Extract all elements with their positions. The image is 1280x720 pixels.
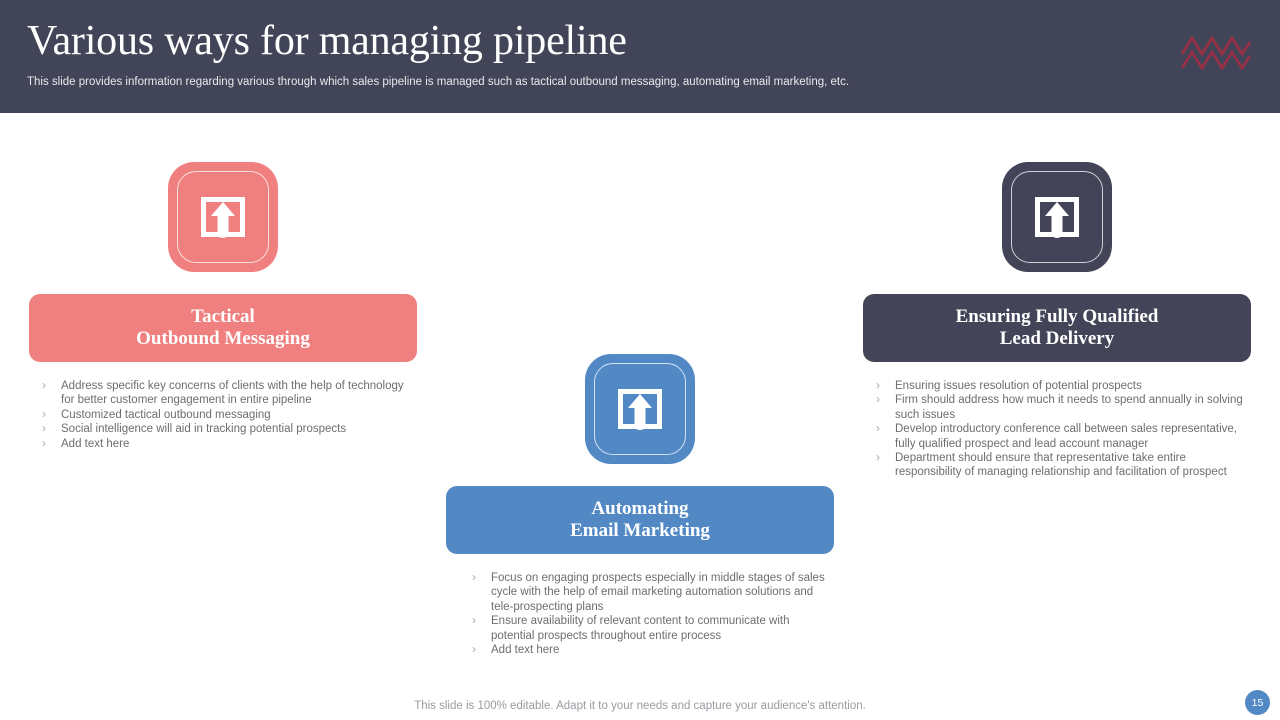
column-bullet-list-2: › Focus on engaging prospects especially… [446, 570, 834, 657]
list-item: › Address specific key concerns of clien… [42, 378, 417, 408]
column-bullet-list-3: › Ensuring issues resolution of potentia… [863, 378, 1251, 480]
page-title: Various ways for managing pipeline [27, 18, 627, 64]
chevron-bullet-icon: › [876, 378, 880, 392]
column-title-2: Automating Email Marketing [570, 497, 710, 542]
upload-tray-icon [612, 381, 668, 437]
list-item: › Ensuring issues resolution of potentia… [876, 378, 1251, 393]
chevron-bullet-icon: › [472, 642, 476, 657]
list-item-text: Add text here [491, 644, 560, 657]
column-title-card-3: Ensuring Fully Qualified Lead Delivery [863, 294, 1251, 362]
list-item-text: Focus on engaging prospects especially i… [491, 572, 825, 613]
icon-inner-ring [1011, 171, 1103, 263]
list-item-text: Firm should address how much it needs to… [895, 394, 1243, 421]
list-item: › Department should ensure that represen… [876, 450, 1251, 480]
zigzag-wave-logo [1180, 28, 1252, 72]
list-item: › Add text here [472, 642, 834, 657]
list-item-text: Add text here [61, 437, 130, 450]
editable-note: This slide is 100% editable. Adapt it to… [414, 700, 866, 712]
chevron-bullet-icon: › [472, 613, 476, 628]
pipeline-column-automating-email-marketing: Automating Email Marketing › Focus on en… [446, 354, 834, 657]
list-item: › Ensure availability of relevant conten… [472, 613, 834, 643]
column-title-card-2: Automating Email Marketing [446, 486, 834, 554]
list-item-text: Customized tactical outbound messaging [61, 408, 271, 421]
upload-tray-icon [1029, 189, 1085, 245]
list-item-text: Address specific key concerns of clients… [61, 380, 404, 407]
list-item: › Firm should address how much it needs … [876, 392, 1251, 422]
chevron-bullet-icon: › [42, 421, 46, 436]
column-icon-badge-2 [585, 354, 695, 464]
chevron-bullet-icon: › [472, 570, 476, 584]
list-item-text: Ensure availability of relevant content … [491, 615, 790, 642]
list-item: › Customized tactical outbound messaging [42, 406, 417, 422]
page-number-badge: 15 [1245, 690, 1270, 715]
column-bullet-list-1: › Address specific key concerns of clien… [29, 378, 417, 451]
chevron-bullet-icon: › [876, 450, 880, 465]
chevron-bullet-icon: › [876, 421, 880, 436]
page-subtitle: This slide provides information regardin… [27, 76, 850, 88]
upload-tray-icon [195, 189, 251, 245]
list-item: › Social intelligence will aid in tracki… [42, 421, 417, 436]
column-icon-badge-3 [1002, 162, 1112, 272]
icon-inner-ring [177, 171, 269, 263]
chevron-bullet-icon: › [42, 406, 46, 421]
chevron-bullet-icon: › [876, 392, 880, 407]
column-title-3: Ensuring Fully Qualified Lead Delivery [955, 305, 1159, 350]
list-item: › Add text here [42, 435, 417, 451]
list-item-text: Develop introductory conference call bet… [895, 423, 1237, 450]
column-icon-badge-1 [168, 162, 278, 272]
chevron-bullet-icon: › [42, 435, 46, 450]
list-item-text: Social intelligence will aid in tracking… [61, 423, 347, 436]
column-title-1: Tactical Outbound Messaging [136, 305, 310, 350]
chevron-bullet-icon: › [42, 378, 46, 392]
list-item: › Develop introductory conference call b… [876, 421, 1251, 451]
slide-header-band: Various ways for managing pipeline This … [0, 0, 1280, 113]
list-item: › Focus on engaging prospects especially… [472, 570, 834, 614]
pipeline-column-tactical-outbound-messaging: Tactical Outbound Messaging › Address sp… [29, 162, 417, 451]
list-item-text: Department should ensure that representa… [895, 452, 1227, 479]
icon-inner-ring [594, 363, 686, 455]
list-item-text: Ensuring issues resolution of potential … [895, 380, 1142, 392]
pipeline-column-ensuring-fully-qualified-lead-delivery: Ensuring Fully Qualified Lead Delivery ›… [863, 162, 1251, 480]
column-title-card-1: Tactical Outbound Messaging [29, 294, 417, 362]
